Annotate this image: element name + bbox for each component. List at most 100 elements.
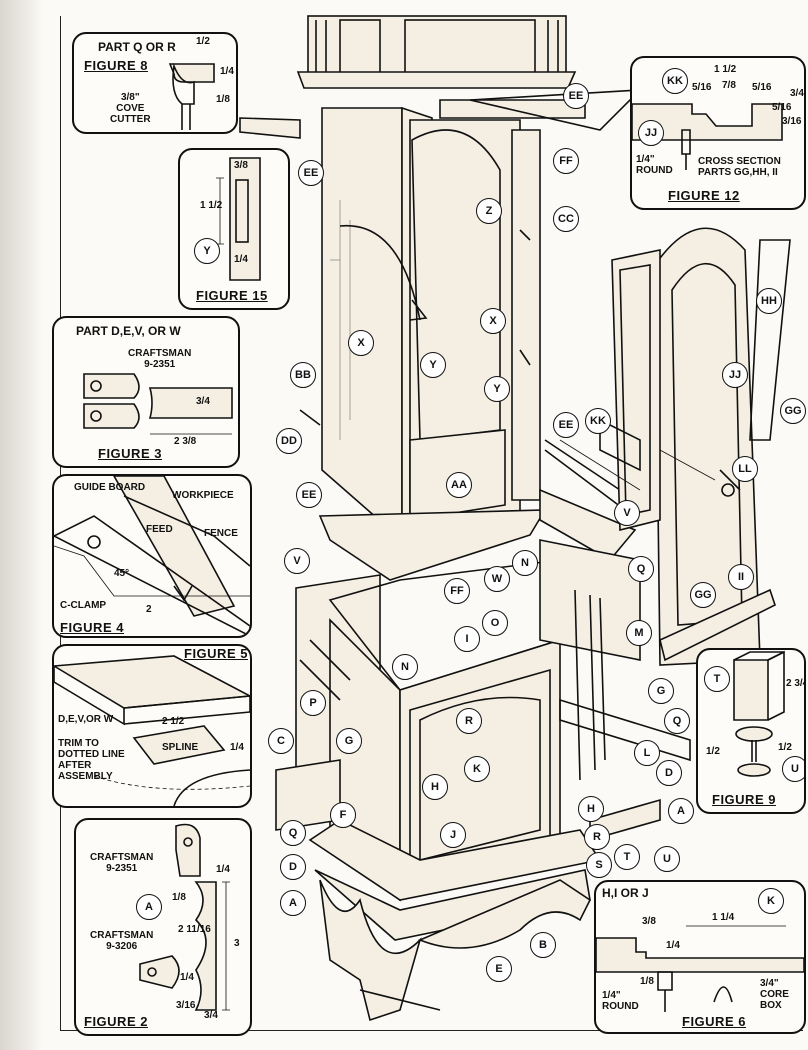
part-tag: DD: [276, 428, 302, 454]
part-tag: S: [586, 852, 612, 878]
part-tag: BB: [290, 362, 316, 388]
figure-9-tag-t: T: [704, 666, 730, 692]
figure-12-tag-kk: KK: [662, 68, 688, 94]
figure-12-dim-4: 5/16: [752, 82, 772, 93]
mid-molding: [318, 439, 637, 581]
part-tag: G: [648, 678, 674, 704]
part-tag: R: [584, 824, 610, 850]
figure-4-caption: FIGURE 4: [60, 620, 124, 635]
figure-2-dim-4: 1/4: [180, 972, 194, 983]
figure-12-tag-jj: JJ: [638, 120, 664, 146]
figure-3-caption: FIGURE 3: [98, 446, 162, 461]
figure-2-tool-2: CRAFTSMAN 9-3206: [90, 930, 154, 952]
part-tag: Q: [664, 708, 690, 734]
figure-8-dim-1: 1/2: [196, 36, 210, 47]
figure-8-dim-3: 1/8: [216, 94, 230, 105]
figure-15-box: 3/8 1 1/2 1/4 Y FIGURE 15: [178, 148, 290, 310]
part-tag: HH: [756, 288, 782, 314]
figure-2-dim-3: 2 11/16: [178, 924, 211, 935]
figure-15-dim-2: 1 1/2: [200, 200, 223, 211]
figure-6-dim-1: 3/8: [642, 916, 656, 927]
hood-door: [611, 227, 791, 666]
figure-3-dim-1: 3/4: [196, 396, 210, 407]
part-tag: X: [348, 330, 374, 356]
figure-3-tool-label: CRAFTSMAN 9-2351: [128, 348, 192, 370]
figure-9-leveler-drawing: [733, 650, 785, 777]
part-tag: G: [336, 728, 362, 754]
figure-3-dim-2: 2 3/8: [174, 436, 197, 447]
figure-12-section-drawing: [632, 103, 783, 170]
figure-5-caption: FIGURE 5: [184, 646, 248, 661]
part-tag: FF: [444, 578, 470, 604]
figure-5-spline: SPLINE: [162, 742, 199, 753]
figure-4-jig-drawing: [54, 476, 250, 636]
figure-15-dim-3: 1/4: [234, 254, 248, 265]
figure-9-dim-2: 1/2: [706, 746, 720, 757]
figure-15-mortise-drawing: [216, 157, 261, 281]
figure-4-c-clamp: C-CLAMP: [60, 600, 107, 611]
part-tag: W: [484, 566, 510, 592]
trunk-assembly: [239, 89, 643, 542]
part-tag: FF: [553, 148, 579, 174]
figure-5-dim: 2 1/2: [162, 716, 185, 727]
hood-top: [296, 15, 577, 89]
figure-2-caption: FIGURE 2: [84, 1014, 148, 1029]
part-tag: Q: [628, 556, 654, 582]
part-tag: Z: [476, 198, 502, 224]
part-tag: R: [456, 708, 482, 734]
part-tag: D: [656, 760, 682, 786]
figure-12-caption: FIGURE 12: [668, 188, 740, 203]
figure-4-workpiece: WORKPIECE: [172, 490, 234, 501]
part-tag: E: [486, 956, 512, 982]
part-tag: A: [280, 890, 306, 916]
figure-9-caption: FIGURE 9: [712, 792, 776, 807]
figure-9-dim-3: 1/2: [778, 742, 792, 753]
part-tag: U: [654, 846, 680, 872]
figure-2-dim-1: 1/4: [216, 864, 230, 875]
figure-6-dim-3: 1 1/4: [712, 912, 735, 923]
figure-2-dim-2: 1/8: [172, 892, 186, 903]
figure-4-dim: 2: [146, 604, 152, 615]
part-tag: B: [530, 932, 556, 958]
figure-2-box: CRAFTSMAN 9-2351 CRAFTSMAN 9-3206 A 1/4 …: [74, 818, 252, 1036]
part-tag: II: [728, 564, 754, 590]
figure-6-profile-drawing: [596, 925, 804, 1012]
figure-3-part-label: PART D,E,V, OR W: [76, 324, 181, 338]
figure-4-guide-board: GUIDE BOARD: [74, 482, 146, 493]
part-tag: P: [300, 690, 326, 716]
figure-12-dim-5: 5/16: [772, 102, 792, 113]
part-tag: LL: [732, 456, 758, 482]
figure-6-core-label: 3/4" CORE BOX: [760, 978, 789, 1011]
figure-8-cutter-label: 3/8" COVE CUTTER: [110, 92, 151, 125]
part-tag: M: [626, 620, 652, 646]
part-tag: K: [464, 756, 490, 782]
part-tag: Q: [280, 820, 306, 846]
part-tag: N: [512, 550, 538, 576]
figure-2-tool-1: CRAFTSMAN 9-2351: [90, 852, 154, 874]
figure-8-cutter-drawing: [168, 62, 215, 130]
figure-5-box: FIGURE 5 D,E,V,OR W 2 1/2 SPLINE TRIM TO…: [52, 644, 252, 808]
part-tag: N: [392, 654, 418, 680]
figure-2-dim-7: 3: [234, 938, 240, 949]
figure-2-dim-6: 3/4: [204, 1010, 218, 1021]
figure-12-dim-2: 7/8: [722, 80, 736, 91]
figure-8-caption: FIGURE 8: [84, 58, 148, 73]
part-tag: V: [614, 500, 640, 526]
figure-6-caption: FIGURE 6: [682, 1014, 746, 1029]
figure-5-trim-note: TRIM TO DOTTED LINE AFTER ASSEMBLY: [58, 738, 125, 782]
figure-2-profile-drawing: [139, 823, 230, 1011]
figure-6-part-label: H,I OR J: [602, 886, 649, 900]
figure-12-dim-1: 1 1/2: [714, 64, 737, 75]
part-tag: CC: [553, 206, 579, 232]
figure-3-box: PART D,E,V, OR W CRAFTSMAN 9-2351 3/4 2 …: [52, 316, 240, 468]
figure-9-dim-1: 2 3/4: [786, 678, 804, 689]
part-tag: L: [634, 740, 660, 766]
page-binding-shadow: [0, 0, 42, 1050]
figure-6-dim-4: 1/8: [640, 976, 654, 987]
part-tag: EE: [298, 160, 324, 186]
figure-8-part-label: PART Q OR R: [98, 40, 176, 54]
part-tag: T: [614, 844, 640, 870]
figure-15-caption: FIGURE 15: [196, 288, 268, 303]
figure-12-dim-6: 3/16: [782, 116, 802, 127]
